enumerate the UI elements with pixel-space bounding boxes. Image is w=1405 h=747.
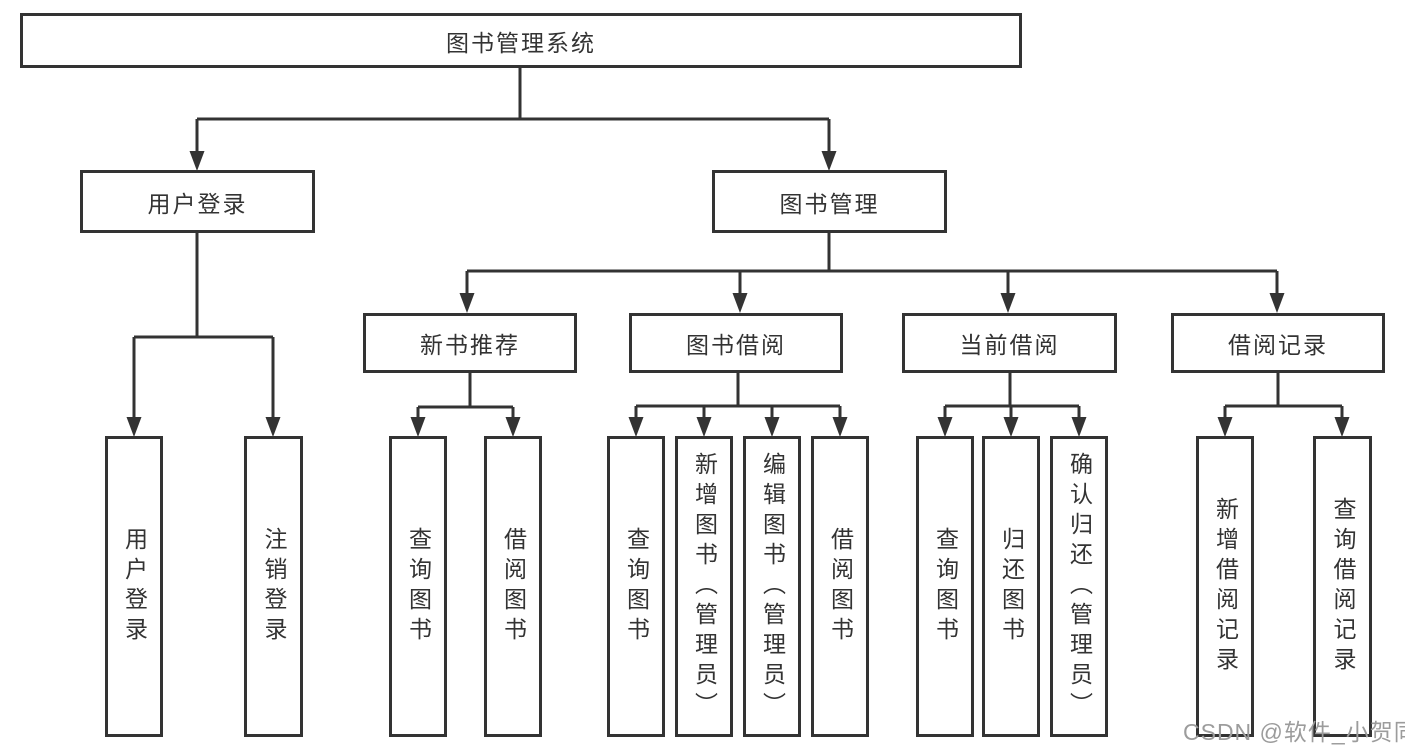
node-label: 用户登录 [121, 526, 148, 647]
leaf-search-borrow-record: 查询借阅记录 [1313, 436, 1372, 737]
node-label: 图书管理系统 [446, 29, 596, 56]
leaf-search-books: 查询图书 [389, 436, 447, 737]
node-label: 注销登录 [261, 526, 287, 647]
node-new-book-recommendation: 新书推荐 [363, 313, 577, 373]
node-label: 用户登录 [147, 190, 248, 217]
node-label: 归还图书 [998, 526, 1025, 647]
arrowheads [126, 151, 1350, 437]
node-label: 借阅图书 [500, 526, 527, 647]
node-book-management: 图书管理 [712, 170, 947, 233]
node-library-management-system: 图书管理系统 [20, 13, 1022, 68]
leaf-add-borrow-record: 新增借阅记录 [1196, 436, 1254, 737]
leaf-search-books: 查询图书 [607, 436, 665, 737]
node-label: 查询图书 [405, 526, 432, 647]
leaf-confirm-return-admin: 确认归还（管理员） [1050, 436, 1108, 737]
node-label: 新增图书（管理员） [691, 451, 718, 722]
node-label: 确认归还（管理员） [1066, 451, 1093, 722]
node-label: 当前借阅 [959, 332, 1060, 358]
node-current-borrowing: 当前借阅 [902, 313, 1117, 373]
leaf-search-books: 查询图书 [916, 436, 974, 737]
leaf-edit-book-admin: 编辑图书（管理员） [743, 436, 801, 737]
node-label: 查询借阅记录 [1330, 496, 1356, 677]
node-label: 编辑图书（管理员） [759, 451, 786, 722]
leaf-user-login: 用户登录 [105, 436, 163, 737]
csdn-watermark: CSDN @软件_小贺同学 [1183, 713, 1405, 747]
node-label: 借阅记录 [1228, 332, 1328, 358]
node-label: 查询图书 [932, 526, 959, 647]
node-label: 查询图书 [623, 526, 650, 647]
node-label: 图书借阅 [686, 332, 786, 358]
leaf-add-book-admin: 新增图书（管理员） [675, 436, 733, 737]
node-label: 新增借阅记录 [1212, 496, 1239, 677]
node-borrowing-records: 借阅记录 [1171, 313, 1385, 373]
node-label: 图书管理 [779, 190, 880, 217]
node-book-borrowing: 图书借阅 [629, 313, 843, 373]
node-user-login: 用户登录 [80, 170, 315, 233]
node-label: 新书推荐 [420, 332, 520, 358]
leaf-return-books: 归还图书 [982, 436, 1040, 737]
watermark-text: CSDN @软件_小贺同 [1183, 719, 1405, 745]
leaf-logout: 注销登录 [244, 436, 303, 737]
leaf-borrow-books: 借阅图书 [811, 436, 869, 737]
leaf-borrow-books: 借阅图书 [484, 436, 542, 737]
node-label: 借阅图书 [827, 526, 854, 647]
